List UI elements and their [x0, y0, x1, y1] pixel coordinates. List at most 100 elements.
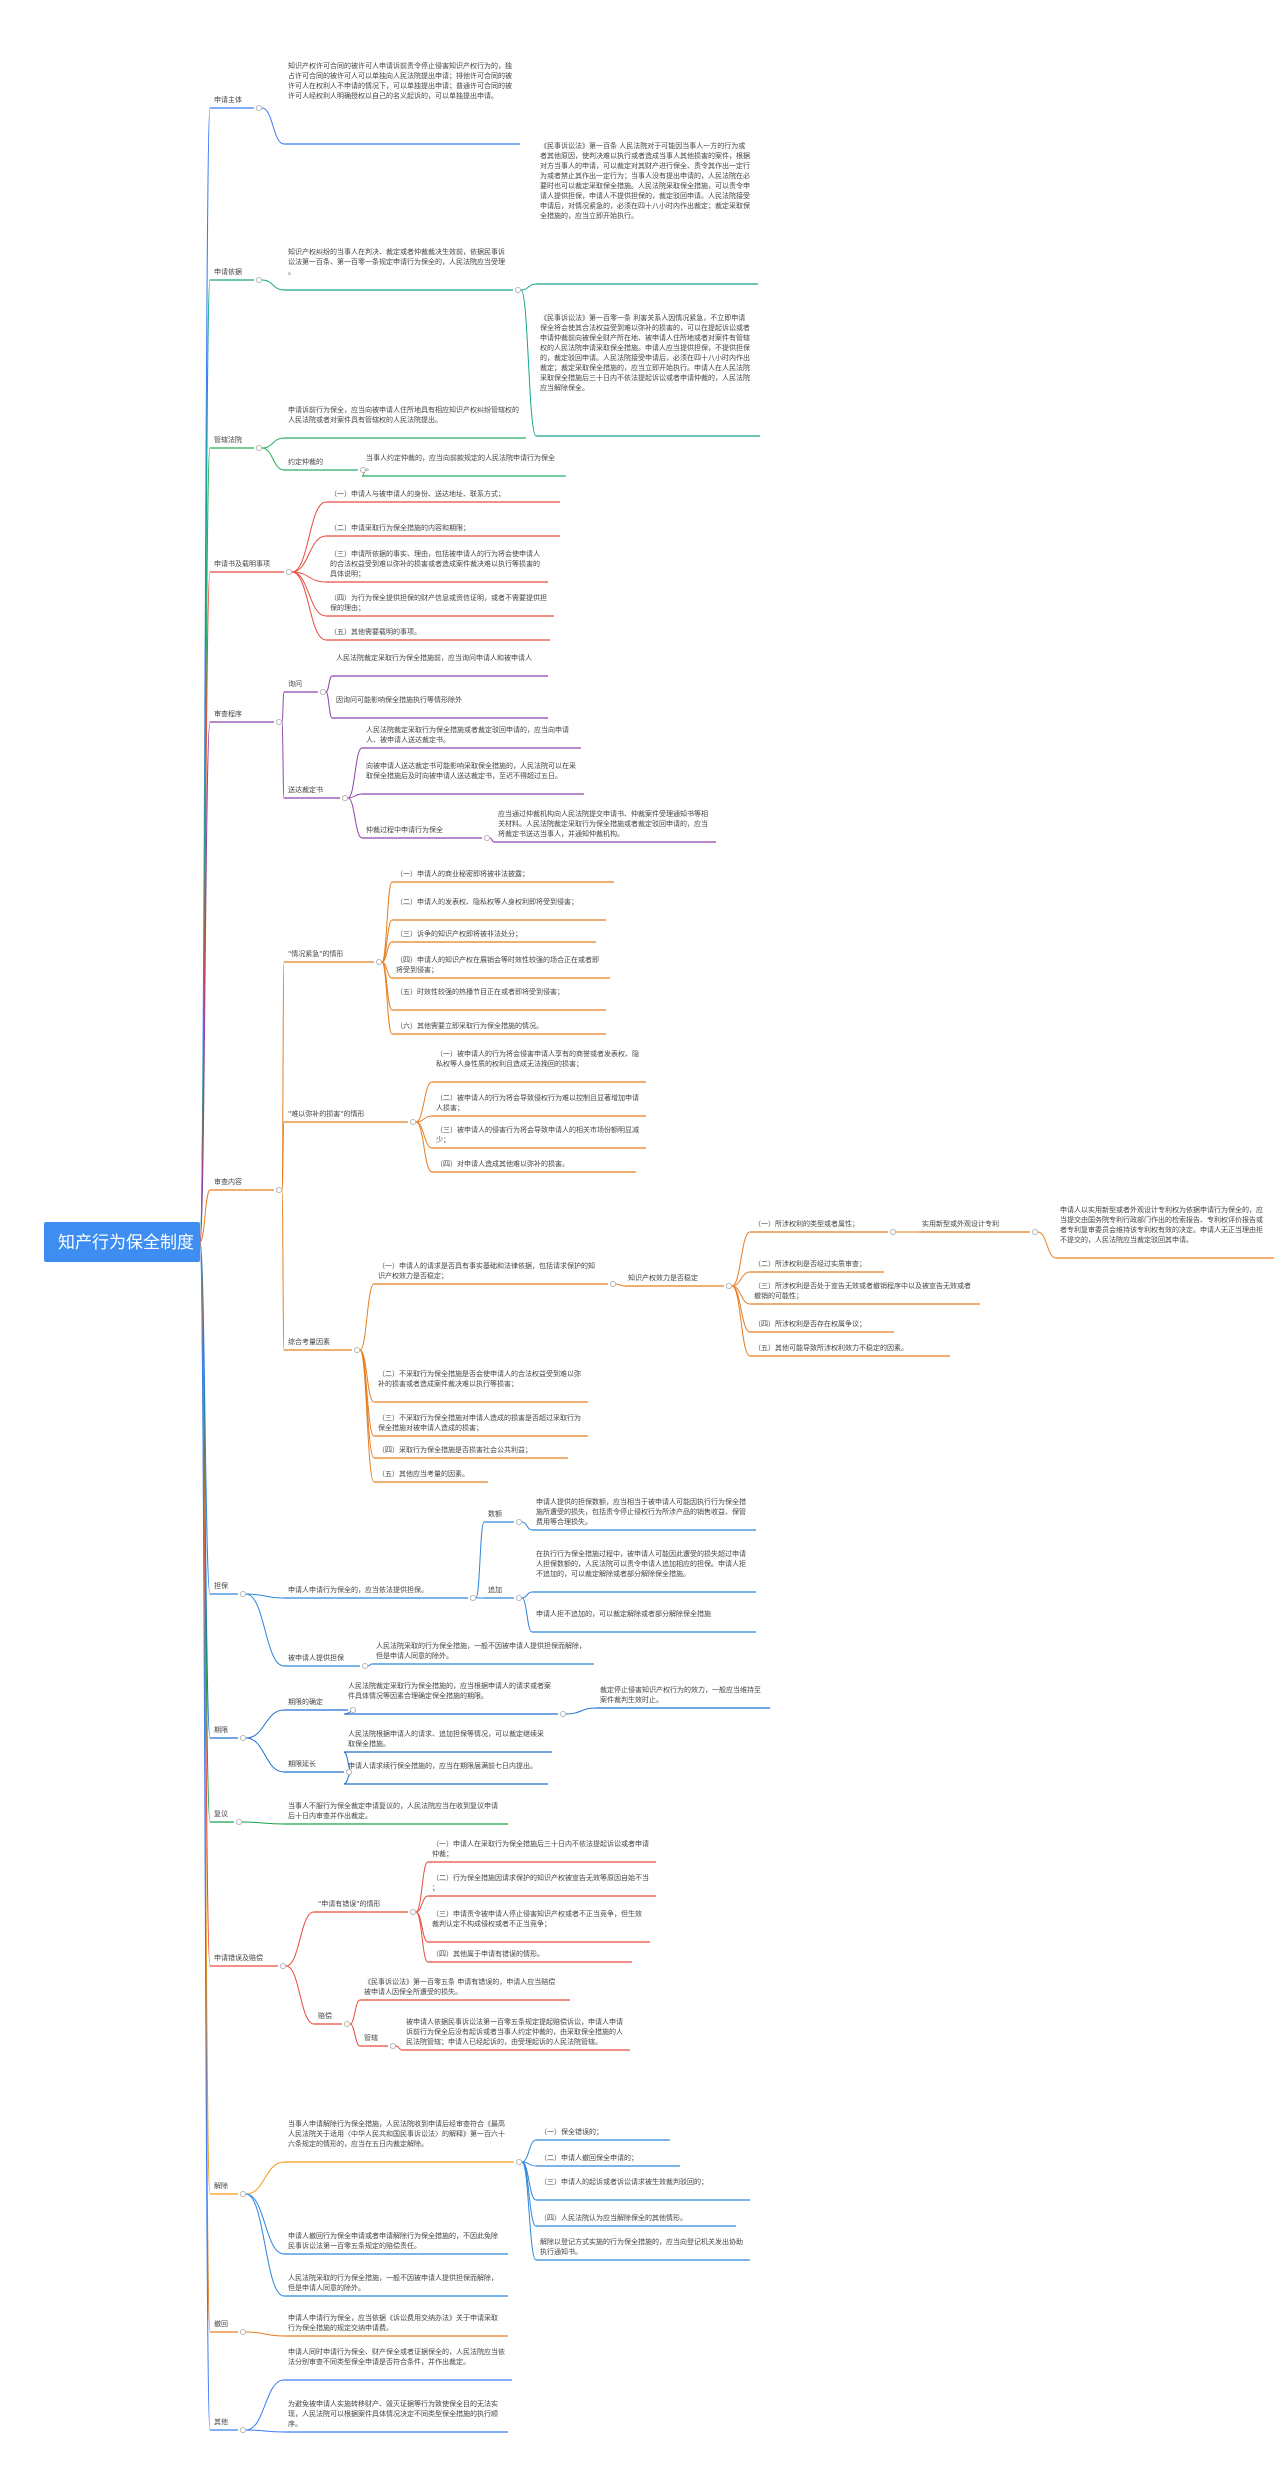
node-b10a4[interactable]: （四）其他属于申请有错误的情形。 — [428, 1949, 632, 1963]
collapse-toggle-icon[interactable] — [469, 1595, 476, 1602]
node-b6b4[interactable]: （四）对申请人造成其他难以弥补的损害。 — [432, 1159, 636, 1173]
node-b11a3[interactable]: （三）申请人的起诉或者诉讼请求被生效裁判驳回的； — [536, 2177, 750, 2201]
collapse-toggle-icon[interactable] — [275, 719, 282, 726]
node-b10a3[interactable]: （三）申请责令被申请人停止侵害知识产权或者不正当竞争，但生效裁判认定不构成侵权或… — [428, 1909, 650, 1943]
collapse-toggle-icon[interactable] — [359, 466, 366, 473]
collapse-toggle-icon[interactable] — [285, 569, 292, 576]
node-b7b1[interactable]: 人民法院采取的行为保全措施，一般不因被申请人提供担保而解除，但是申请人同意的除外… — [372, 1641, 594, 1665]
collapse-toggle-icon[interactable] — [361, 1663, 368, 1670]
node-b5[interactable]: 审查程序 — [210, 709, 282, 726]
node-b6c1[interactable]: （一）申请人的请求是否具有事实基础和法律依据，包括请求保护的知识产权效力是否稳定… — [374, 1261, 617, 1288]
collapse-toggle-icon[interactable] — [239, 2190, 246, 2197]
collapse-toggle-icon[interactable] — [516, 1519, 523, 1526]
collapse-toggle-icon[interactable] — [255, 276, 262, 283]
node-b4b[interactable]: （二）申请采取行为保全措施的内容和期限； — [326, 523, 560, 537]
node-b6b2[interactable]: （二）被申请人的行为将会导致侵权行为难以控制且显著增加申请人损害； — [432, 1093, 646, 1117]
node-b2a1[interactable]: 《民事诉讼法》第一百条 人民法院对于可能因当事人一方的行为或者其他原因，使判决难… — [536, 141, 758, 285]
node-b11a[interactable]: 当事人申请解除行为保全措施，人民法院收到申请后经审查符合《最高人民法院关于适用〈… — [284, 2119, 523, 2165]
collapse-toggle-icon[interactable] — [375, 959, 382, 966]
collapse-toggle-icon[interactable] — [349, 1707, 356, 1714]
collapse-toggle-icon[interactable] — [516, 2158, 523, 2165]
node-b7a1[interactable]: 数额 — [484, 1509, 523, 1526]
node-b10b2a[interactable]: 被申请人依据民事诉讼法第一百零五条规定提起赔偿诉讼，申请人申请诉前行为保全后没有… — [402, 2017, 630, 2051]
collapse-toggle-icon[interactable] — [1032, 1229, 1039, 1236]
node-b12a[interactable]: 申请人申请行为保全，应当依据《诉讼费用交纳办法》关于申请采取行为保全措施的规定交… — [284, 2313, 508, 2337]
collapse-toggle-icon[interactable] — [353, 1347, 360, 1354]
node-b8[interactable]: 期限 — [210, 1725, 246, 1742]
node-b6a6[interactable]: （六）其他需要立即采取行为保全措施的情况。 — [392, 1021, 606, 1035]
node-b7a[interactable]: 申请人申请行为保全的，应当依法提供担保。 — [284, 1585, 476, 1602]
collapse-toggle-icon[interactable] — [275, 1187, 282, 1194]
node-b1a[interactable]: 知识产权许可合同的被许可人申请诉前责令停止侵害知识产权行为的，独占许可合同的被许… — [284, 61, 520, 145]
node-b5b3[interactable]: 仲裁过程中申请行为保全 — [362, 825, 490, 842]
node-b6c1a4[interactable]: （四）所涉权利是否存在权属争议； — [750, 1319, 894, 1333]
node-b6b1[interactable]: （一）被申请人的行为将会侵害申请人享有的商誉或者发表权、隐私权等人身性质的权利且… — [432, 1049, 646, 1083]
node-b7b[interactable]: 被申请人提供担保 — [284, 1653, 368, 1670]
node-b10b[interactable]: 赔偿 — [314, 2011, 350, 2028]
node-b5a1[interactable]: 人民法院裁定采取行为保全措施前，应当询问申请人和被申请人 — [332, 653, 548, 677]
node-b6c1a1a1[interactable]: 申请人以实用新型或者外观设计专利权为依据申请行为保全的，应当提交由国务院专利行政… — [1056, 1205, 1274, 1259]
collapse-toggle-icon[interactable] — [343, 2021, 350, 2028]
node-b4e[interactable]: （五）其他需要载明的事项。 — [326, 627, 550, 641]
node-b6c[interactable]: 综合考量因素 — [284, 1337, 360, 1354]
node-b6c1a1[interactable]: （一）所涉权利的类型或者属性； — [750, 1219, 897, 1236]
node-b5a[interactable]: 询问 — [284, 679, 326, 696]
node-b6c1a[interactable]: 知识产权效力是否稳定 — [624, 1273, 733, 1290]
collapse-toggle-icon[interactable] — [610, 1281, 617, 1288]
node-b6[interactable]: 审查内容 — [210, 1177, 282, 1194]
node-b7a2b[interactable]: 申请人拒不追加的，可以裁定解除或者部分解除保全措施 — [532, 1609, 756, 1633]
node-b6b[interactable]: "难以弥补的损害"的情形 — [284, 1109, 416, 1126]
node-b6a4[interactable]: （四）申请人的知识产权在展销会等时效性较强的场合正在或者即将受到侵害； — [392, 955, 610, 979]
collapse-toggle-icon[interactable] — [890, 1229, 897, 1236]
collapse-toggle-icon[interactable] — [515, 286, 522, 293]
collapse-toggle-icon[interactable] — [560, 1711, 567, 1718]
root-node[interactable]: 知产行为保全制度 — [44, 1222, 200, 1262]
collapse-toggle-icon[interactable] — [255, 444, 262, 451]
node-b5b2[interactable]: 向被申请人送达裁定书可能影响采取保全措施的，人民法院可以在采取保全措施后及时向被… — [362, 761, 584, 795]
node-b3[interactable]: 管辖法院 — [210, 435, 262, 451]
node-b6b3[interactable]: （三）被申请人的侵害行为将会导致申请人的相关市场份额明显减少； — [432, 1125, 646, 1149]
node-b9a[interactable]: 当事人不服行为保全裁定申请复议的，人民法院应当在收到复议申请后十日内审查并作出裁… — [284, 1801, 508, 1825]
node-b10a[interactable]: "申请有错误"的情形 — [314, 1899, 416, 1916]
collapse-toggle-icon[interactable] — [239, 2328, 246, 2335]
node-b10a1[interactable]: （一）申请人在采取行为保全措施后三十日内不依法提起诉讼或者申请仲裁； — [428, 1839, 656, 1863]
node-b8b[interactable]: 期限延长 — [284, 1759, 352, 1776]
node-b13[interactable]: 其他 — [210, 2417, 246, 2433]
node-b10b1[interactable]: 《民事诉讼法》第一百零五条 申请有错误的，申请人应当赔偿被申请人因保全所遭受的损… — [360, 1977, 570, 2001]
node-b6c1a5[interactable]: （五）其他可能导致所涉权利效力不稳定的因素。 — [750, 1343, 950, 1357]
collapse-toggle-icon[interactable] — [341, 795, 348, 802]
node-b6c5[interactable]: （五）其他应当考量的因素。 — [374, 1469, 488, 1483]
collapse-toggle-icon[interactable] — [345, 1769, 352, 1776]
collapse-toggle-icon[interactable] — [279, 1963, 286, 1970]
collapse-toggle-icon[interactable] — [239, 1591, 246, 1598]
node-b6a5[interactable]: （五）时效性较强的热播节目正在或者即将受到侵害； — [392, 987, 606, 1011]
node-b11a4[interactable]: （四）人民法院认为应当解除保全的其他情形。 — [536, 2213, 736, 2227]
collapse-toggle-icon[interactable] — [389, 2043, 396, 2050]
node-b11[interactable]: 解除 — [210, 2181, 246, 2197]
collapse-toggle-icon[interactable] — [483, 835, 490, 842]
collapse-toggle-icon[interactable] — [319, 689, 326, 696]
collapse-toggle-icon[interactable] — [255, 105, 262, 112]
node-b4d[interactable]: （四）为行为保全提供担保的财产信息或资信证明，或者不需要提供担保的理由； — [326, 593, 554, 617]
node-b12[interactable]: 撤回 — [210, 2319, 246, 2335]
node-b11a1[interactable]: （一）保全错误的； — [536, 2127, 670, 2141]
node-b10[interactable]: 申请错误及赔偿 — [210, 1953, 286, 1970]
node-b7a2[interactable]: 追加 — [484, 1585, 523, 1602]
collapse-toggle-icon[interactable] — [516, 1595, 523, 1602]
node-b10a2[interactable]: （二）行为保全措施因请求保护的知识产权被宣告无效等原因自始不当； — [428, 1873, 656, 1897]
node-b3a[interactable]: 申请诉前行为保全，应当向被申请人住所地具有相应知识产权纠纷管辖权的人民法院或者对… — [284, 405, 526, 439]
node-b5b1[interactable]: 人民法院裁定采取行为保全措施或者裁定驳回申请的，应当向申请人、被申请人送达裁定书… — [362, 725, 581, 749]
node-b5b[interactable]: 送达裁定书 — [284, 785, 348, 802]
node-b6c4[interactable]: （四）采取行为保全措施是否损害社会公共利益； — [374, 1445, 568, 1459]
node-b4a[interactable]: （一）申请人与被申请人的身份、送达地址、联系方式； — [326, 489, 560, 503]
node-b6a[interactable]: "情况紧急"的情形 — [284, 949, 382, 966]
node-b9[interactable]: 复议 — [210, 1809, 242, 1826]
node-b8a[interactable]: 期限的确定 — [284, 1697, 356, 1714]
node-b8b2[interactable]: 申请人请求续行保全措施的，应当在期限届满前七日内提出。 — [344, 1761, 548, 1785]
node-b10b2[interactable]: 管辖 — [360, 2033, 396, 2050]
collapse-toggle-icon[interactable] — [239, 1735, 246, 1742]
node-b13b[interactable]: 为避免被申请人实施转移财产、毁灭证据等行为致使保全目的无法实现，人民法院可以根据… — [284, 2399, 508, 2433]
node-b11a2[interactable]: （二）申请人撤回保全申请的； — [536, 2153, 680, 2167]
collapse-toggle-icon[interactable] — [409, 1119, 416, 1126]
node-b4[interactable]: 申请书及载明事项 — [210, 559, 292, 576]
